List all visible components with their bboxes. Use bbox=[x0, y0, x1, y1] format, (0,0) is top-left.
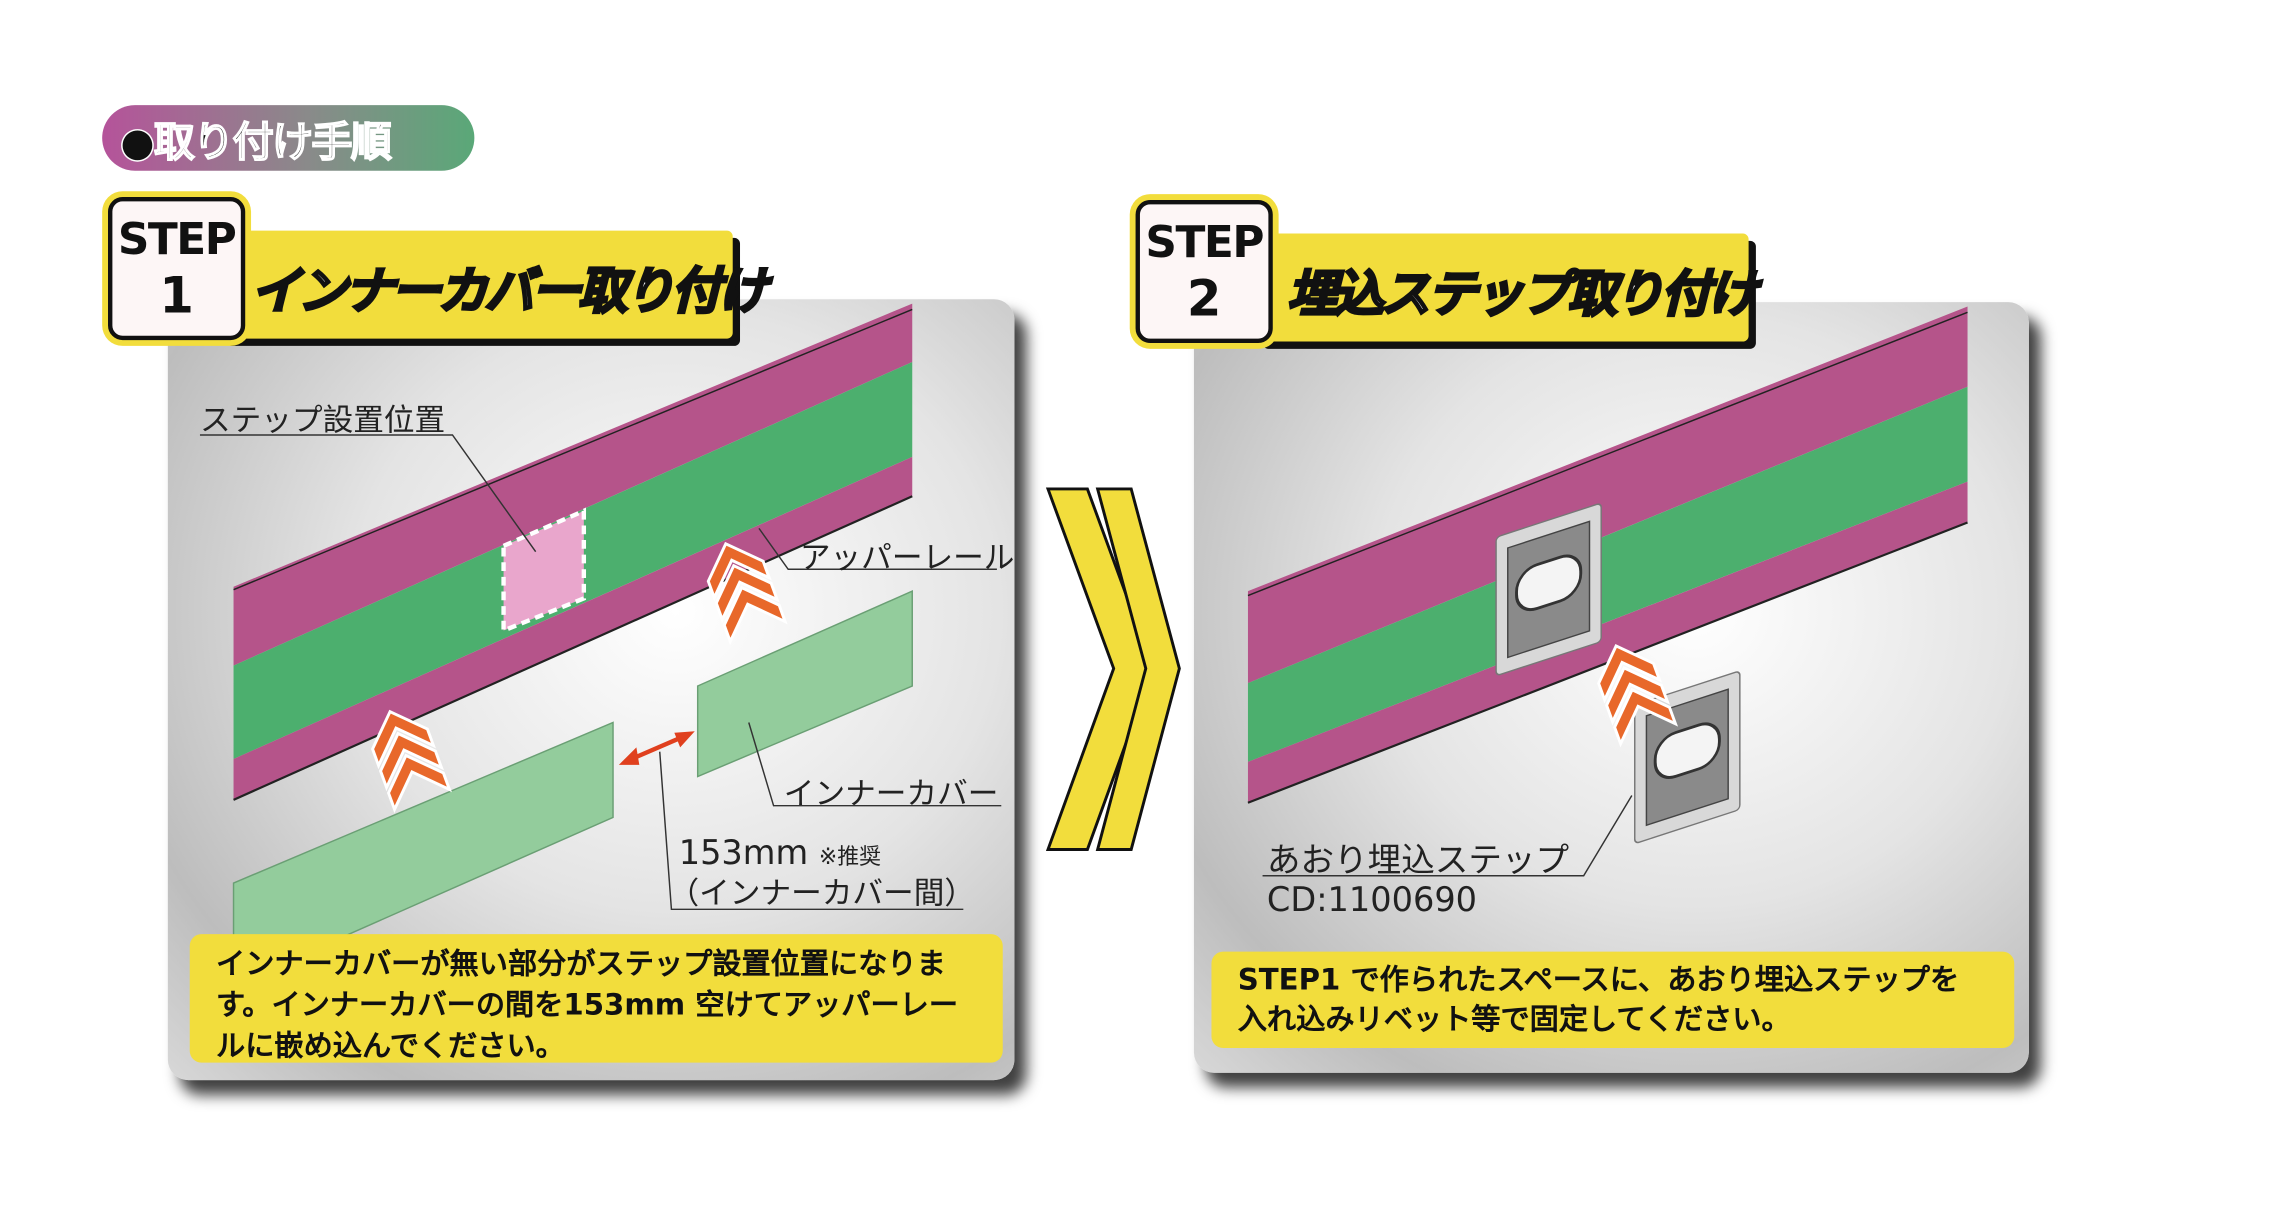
step-word: STEP bbox=[1145, 217, 1264, 269]
step-number: 1 bbox=[159, 267, 194, 326]
inner-cover-label: インナーカバー bbox=[783, 776, 999, 812]
upper-rail-bottom bbox=[1247, 481, 1968, 803]
gap-sub-label: （インナーカバー間） bbox=[668, 875, 976, 911]
step1-title-bar: インナーカバー取り付け bbox=[218, 230, 769, 339]
upper-rail-label: アッパーレール bbox=[799, 540, 1015, 576]
step2-title-bar: 埋込ステップ取り付け bbox=[1255, 233, 1759, 342]
gap-label: 153mm ※推奨 bbox=[679, 835, 881, 873]
section-header-pill: ●取り付け手順 bbox=[102, 105, 475, 171]
step-word: STEP bbox=[117, 214, 237, 266]
upper-rail-green bbox=[1247, 386, 1968, 762]
product-code-label: CD:1100690 bbox=[1266, 881, 1478, 920]
upper-rail-bottom bbox=[233, 456, 913, 800]
step2-caption: STEP1 で作られたスペースに、あおり埋込ステップを入れ込みリベット等で固定し… bbox=[1211, 951, 2015, 1048]
step2-badge: STEP 2 bbox=[1135, 199, 1273, 344]
section-title: ●取り付け手順 bbox=[119, 117, 393, 167]
upper-rail-top bbox=[1247, 306, 1968, 684]
step1-title: インナーカバー取り付け bbox=[250, 261, 770, 322]
step-number: 2 bbox=[1186, 270, 1222, 329]
gap-value: 153mm bbox=[678, 834, 809, 873]
step2-title: 埋込ステップ取り付け bbox=[1286, 264, 1759, 325]
step1-badge: STEP 1 bbox=[108, 197, 246, 341]
upper-rail-top bbox=[233, 303, 913, 666]
step-position-label: ステップ設置位置 bbox=[199, 402, 446, 438]
product-name-label: あおり埋込ステップ bbox=[1266, 842, 1570, 881]
next-step-arrow-icon bbox=[1045, 487, 1181, 851]
gap-note: ※推奨 bbox=[818, 843, 882, 870]
loose-step-plate bbox=[1633, 669, 1742, 846]
step1-caption: インナーカバーが無い部分がステップ設置位置になります。インナーカバーの間を153… bbox=[189, 934, 1003, 1063]
step-position-marker bbox=[501, 507, 587, 634]
